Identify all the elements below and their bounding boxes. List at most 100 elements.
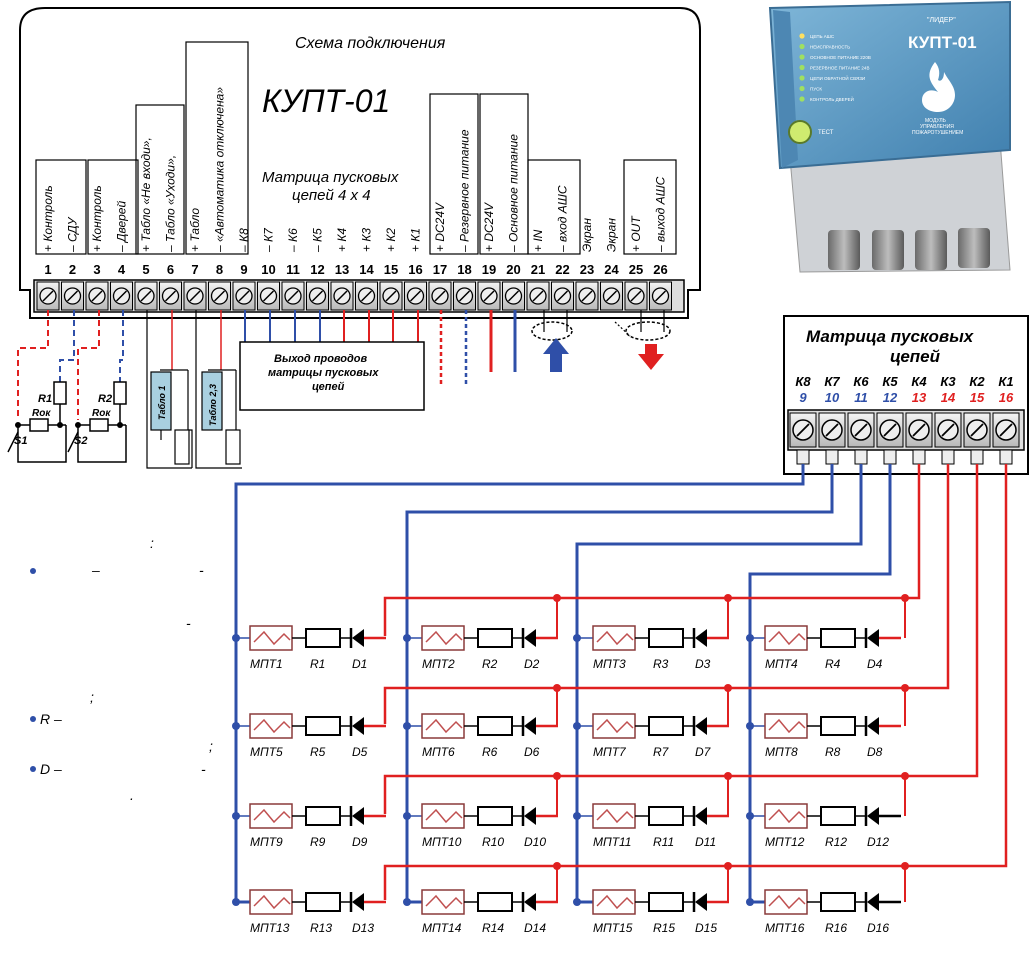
resistor-icon — [305, 716, 341, 736]
mpt-heater-icon — [764, 713, 808, 739]
label-box-ashs-in — [527, 159, 581, 255]
module-label: МПТ10 — [422, 835, 462, 849]
mpt-heater-icon — [421, 713, 465, 739]
channel-label: К8 — [795, 374, 811, 389]
diode-label: D11 — [695, 835, 716, 849]
channel-number: 14 — [941, 390, 956, 405]
diode-icon — [524, 807, 536, 825]
right-screw-slot — [941, 423, 955, 437]
resistor-label: R7 — [653, 745, 670, 759]
diode-label: D9 — [352, 835, 368, 849]
channel-number: 13 — [912, 390, 927, 405]
mpt-heater-icon — [249, 713, 293, 739]
channel-number: 16 — [999, 390, 1014, 405]
module-label: МПТ1 — [250, 657, 283, 671]
module-label: МПТ4 — [765, 657, 798, 671]
terminal-number: 4 — [118, 262, 126, 277]
heater-wave-icon — [596, 894, 634, 910]
legend-dash3: - — [186, 615, 191, 631]
diode-label: D13 — [352, 921, 374, 935]
heater-wave-icon — [253, 630, 291, 646]
wire — [383, 464, 979, 814]
legend-dash1: – — [91, 562, 100, 578]
terminal-number: 26 — [653, 262, 667, 277]
rok1-label: Rок — [32, 408, 51, 419]
legend-dash2: - — [199, 562, 204, 578]
mpt-heater-icon — [764, 889, 808, 915]
terminal-label: – вход АШС — [556, 185, 570, 253]
resistor-label: R11 — [653, 835, 674, 849]
indicator-led — [799, 64, 805, 71]
module-label: МПТ15 — [593, 921, 633, 935]
heater-wave-icon — [425, 630, 463, 646]
module-label: МПТ6 — [422, 745, 455, 759]
resistor-icon — [648, 892, 684, 912]
mpt-heater-icon — [249, 889, 293, 915]
mpt-heater-icon — [421, 625, 465, 651]
matrix-output-box — [239, 341, 425, 411]
resistor-label: R9 — [310, 835, 326, 849]
diode-icon — [695, 893, 707, 911]
diode-icon — [867, 717, 879, 735]
terminal-label: – К7 — [262, 227, 276, 253]
right-screw-slot — [912, 423, 926, 437]
screw-slot — [115, 290, 128, 302]
rok2-label: Rок — [92, 408, 111, 419]
test-label: ТЕСТ — [818, 130, 834, 136]
terminal-number: 19 — [482, 262, 496, 277]
terminal-label: – К6 — [286, 228, 300, 253]
terminal-label: + DC24V — [482, 202, 496, 252]
screw-slot — [385, 290, 397, 302]
screw-slot — [91, 290, 103, 302]
input-arrow — [543, 338, 569, 372]
label-box-reserve — [429, 93, 479, 255]
mpt-heater-icon — [592, 625, 636, 651]
terminal-number: 3 — [93, 262, 100, 277]
screw-slot — [164, 290, 177, 302]
terminal-label: + Табло — [188, 208, 202, 252]
indicator-label: ЦЕПЬ АШС — [810, 34, 835, 39]
terminal-number: 13 — [335, 262, 349, 277]
terminal-number: 2 — [69, 262, 76, 277]
module-label: МПТ2 — [422, 657, 455, 671]
matrix-title-line2: цепей 4 х 4 — [292, 187, 371, 204]
screw-slot — [507, 290, 520, 302]
label-box-sdu — [35, 159, 87, 255]
screw-slot — [287, 290, 299, 302]
diode-label: D14 — [524, 921, 546, 935]
terminal-label: – К8 — [237, 228, 251, 253]
diode-icon — [352, 807, 364, 825]
resistor-label: R15 — [653, 921, 675, 935]
label-box-ashs-out — [623, 159, 677, 255]
resistor-icon — [648, 806, 684, 826]
wire — [383, 464, 921, 636]
resistor-label: R6 — [482, 745, 498, 759]
terminal-number: 24 — [604, 262, 619, 277]
screw-slot — [654, 290, 667, 302]
diode-icon — [695, 629, 707, 647]
resistor-icon — [648, 628, 684, 648]
terminal-number: 15 — [384, 262, 398, 277]
diode-label: D7 — [695, 745, 712, 759]
diode-label: D16 — [867, 921, 889, 935]
right-screw-slot — [825, 423, 839, 437]
s1-label: S1 — [14, 435, 27, 447]
channel-number: 11 — [854, 390, 868, 405]
mpt-heater-icon — [421, 803, 465, 829]
terminal-number: 22 — [555, 262, 569, 277]
diode-label: D1 — [352, 657, 367, 671]
heater-wave-icon — [425, 894, 463, 910]
terminal-labels: + Контроль– СДУ+ Контроль– Дверей+ Табло… — [41, 87, 668, 253]
terminal-label: – выход АШС — [654, 176, 668, 253]
terminal-label: Экран — [605, 218, 619, 252]
terminal-label: + К2 — [384, 228, 398, 252]
channel-label: К1 — [998, 374, 1013, 389]
